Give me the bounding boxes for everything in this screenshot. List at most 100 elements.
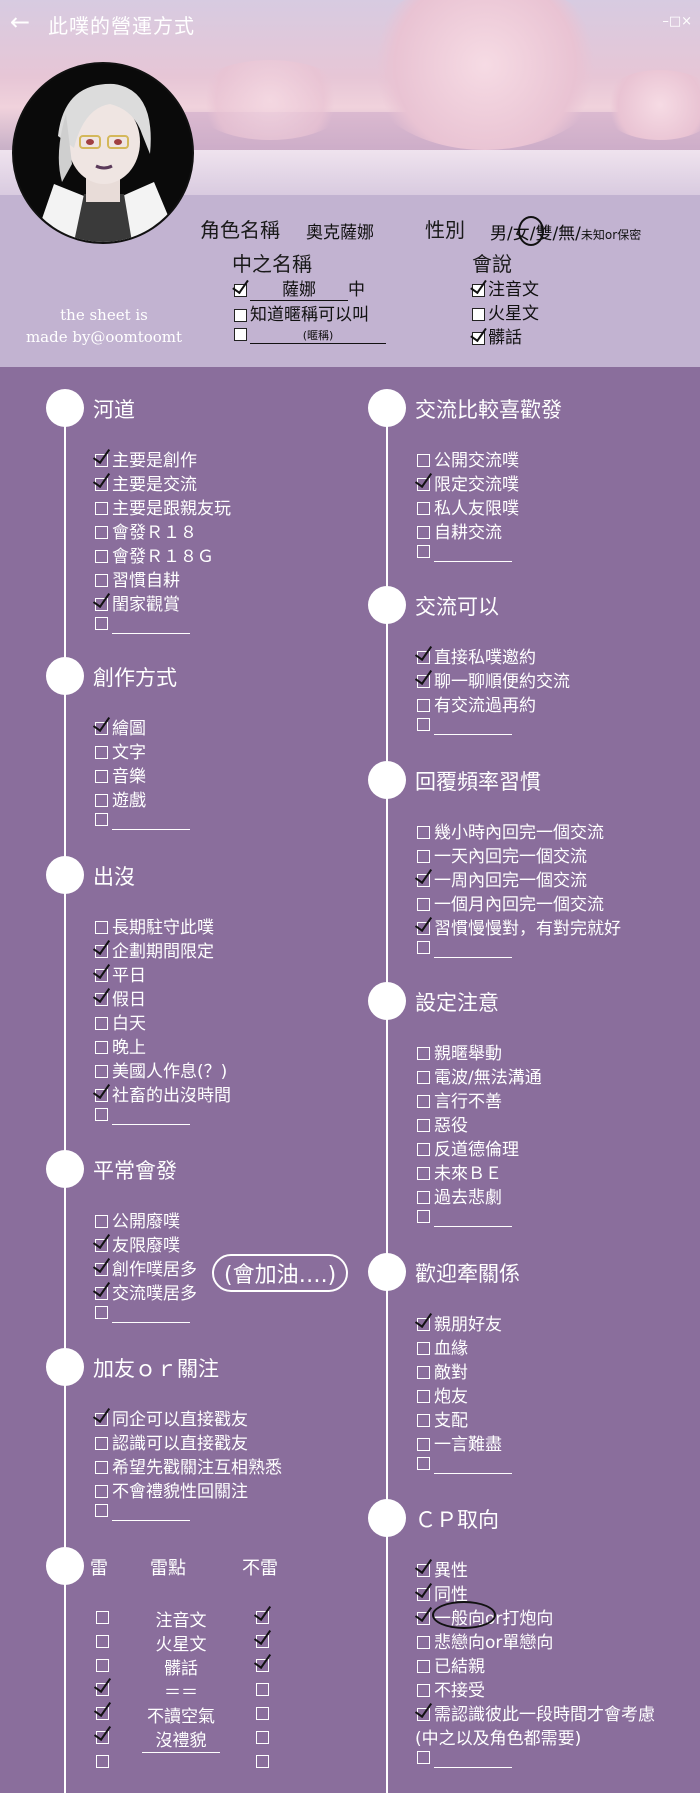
checkbox[interactable] xyxy=(417,1046,430,1060)
checkbox-lei[interactable] xyxy=(96,1755,109,1768)
checkbox[interactable] xyxy=(417,1563,430,1577)
blank-line[interactable] xyxy=(112,1124,190,1125)
checkbox[interactable] xyxy=(417,1683,430,1697)
blank-line[interactable] xyxy=(434,957,512,958)
checkbox[interactable] xyxy=(417,1166,430,1180)
checkbox-bulei[interactable] xyxy=(256,1635,269,1648)
checkbox[interactable] xyxy=(95,793,108,807)
checkbox-lei[interactable] xyxy=(96,1707,109,1720)
checkbox[interactable] xyxy=(95,745,108,759)
checkbox[interactable] xyxy=(472,283,485,297)
checkbox[interactable] xyxy=(95,812,108,826)
checkbox[interactable] xyxy=(417,525,430,539)
checkbox-bulei[interactable] xyxy=(256,1611,269,1624)
checkbox-bulei[interactable] xyxy=(256,1755,269,1768)
checkbox[interactable] xyxy=(95,1286,108,1300)
checkbox[interactable] xyxy=(95,1484,108,1498)
checkbox[interactable] xyxy=(417,717,430,731)
checkbox[interactable] xyxy=(417,477,430,491)
checkbox-lei[interactable] xyxy=(96,1659,109,1672)
checkbox[interactable] xyxy=(95,1305,108,1319)
checkbox[interactable] xyxy=(95,1503,108,1517)
checkbox[interactable] xyxy=(95,501,108,515)
checkbox[interactable] xyxy=(95,1107,108,1121)
checkbox[interactable] xyxy=(95,769,108,783)
checkbox[interactable] xyxy=(234,308,247,322)
checkbox[interactable] xyxy=(417,1070,430,1084)
checkbox[interactable] xyxy=(417,1437,430,1451)
checkbox[interactable] xyxy=(417,1209,430,1223)
checkbox[interactable] xyxy=(417,1413,430,1427)
checkbox[interactable] xyxy=(95,1214,108,1228)
checkbox[interactable] xyxy=(417,1118,430,1132)
blank-line[interactable] xyxy=(112,1520,190,1521)
checkbox[interactable] xyxy=(417,1707,430,1721)
checkbox[interactable] xyxy=(95,1460,108,1474)
checkbox[interactable] xyxy=(95,1088,108,1102)
blank-line[interactable] xyxy=(434,1473,512,1474)
checkbox[interactable] xyxy=(417,650,430,664)
checkbox[interactable] xyxy=(417,1094,430,1108)
checkbox-bulei[interactable] xyxy=(256,1731,269,1744)
checkbox[interactable] xyxy=(95,1412,108,1426)
checkbox[interactable] xyxy=(95,1016,108,1030)
blank-line[interactable] xyxy=(112,1322,190,1323)
checkbox[interactable] xyxy=(417,1341,430,1355)
checkbox[interactable] xyxy=(417,1587,430,1601)
window-controls[interactable]: –□× xyxy=(662,14,692,29)
blank-line[interactable] xyxy=(434,561,512,562)
checkbox[interactable] xyxy=(417,921,430,935)
blank-line[interactable] xyxy=(112,633,190,634)
checkbox[interactable] xyxy=(417,873,430,887)
checkbox[interactable] xyxy=(234,327,247,341)
checkbox[interactable] xyxy=(95,920,108,934)
checkbox[interactable] xyxy=(95,1436,108,1450)
checkbox[interactable] xyxy=(472,331,485,345)
checkbox[interactable] xyxy=(417,1190,430,1204)
checkbox[interactable] xyxy=(95,944,108,958)
checkbox[interactable] xyxy=(95,597,108,611)
checkbox[interactable] xyxy=(417,1317,430,1331)
checkbox[interactable] xyxy=(95,477,108,491)
checkbox[interactable] xyxy=(95,525,108,539)
checkbox[interactable] xyxy=(417,849,430,863)
blank-line[interactable] xyxy=(434,1767,512,1768)
checkbox[interactable] xyxy=(95,968,108,982)
checkbox[interactable] xyxy=(417,501,430,515)
checkbox[interactable] xyxy=(95,616,108,630)
checkbox[interactable] xyxy=(417,825,430,839)
checkbox-lei[interactable] xyxy=(96,1611,109,1624)
checkbox[interactable] xyxy=(417,1750,430,1764)
checkbox[interactable] xyxy=(95,573,108,587)
checkbox[interactable] xyxy=(95,1238,108,1252)
checkbox-lei[interactable] xyxy=(96,1683,109,1696)
checkbox[interactable] xyxy=(95,721,108,735)
checkbox[interactable] xyxy=(417,453,430,467)
checkbox[interactable] xyxy=(95,453,108,467)
blank-line[interactable] xyxy=(434,1226,512,1227)
checkbox[interactable] xyxy=(95,1262,108,1276)
checkbox[interactable] xyxy=(417,674,430,688)
checkbox[interactable] xyxy=(417,1659,430,1673)
checkbox[interactable] xyxy=(95,992,108,1006)
checkbox-bulei[interactable] xyxy=(256,1659,269,1672)
checkbox[interactable] xyxy=(95,549,108,563)
checkbox[interactable] xyxy=(417,1456,430,1470)
checkbox[interactable] xyxy=(95,1040,108,1054)
checkbox[interactable] xyxy=(417,1611,430,1625)
checkbox-bulei[interactable] xyxy=(256,1707,269,1720)
checkbox[interactable] xyxy=(417,698,430,712)
checkbox[interactable] xyxy=(95,1064,108,1078)
checkbox[interactable] xyxy=(417,1142,430,1156)
checkbox[interactable] xyxy=(417,544,430,558)
checkbox[interactable] xyxy=(417,1635,430,1649)
checkbox-lei[interactable] xyxy=(96,1635,109,1648)
checkbox[interactable] xyxy=(472,307,485,321)
blank-line[interactable] xyxy=(112,829,190,830)
checkbox[interactable] xyxy=(417,1365,430,1379)
checkbox[interactable] xyxy=(234,283,247,297)
back-arrow-icon[interactable]: ← xyxy=(10,8,31,36)
blank-line[interactable] xyxy=(142,1752,220,1753)
checkbox-bulei[interactable] xyxy=(256,1683,269,1696)
checkbox[interactable] xyxy=(417,897,430,911)
